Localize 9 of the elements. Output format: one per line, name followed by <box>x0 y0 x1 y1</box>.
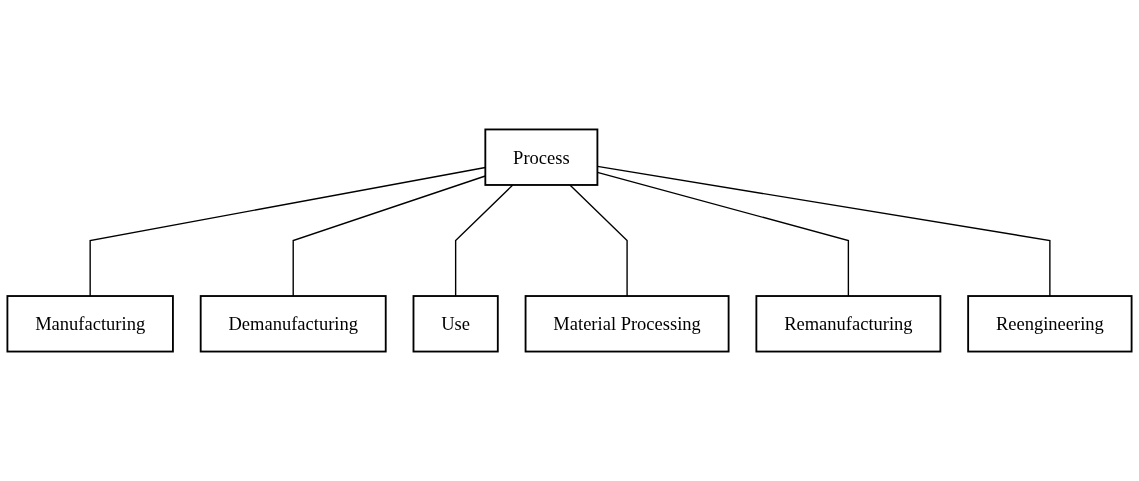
node-box: Process <box>484 128 599 186</box>
node-box: Remanufacturing <box>755 295 942 353</box>
node-box: Reengineering <box>967 295 1133 353</box>
node-box: Material Processing <box>524 295 730 353</box>
node-box: Demanufacturing <box>199 295 387 353</box>
connector <box>569 184 628 297</box>
connector <box>454 184 514 297</box>
node-box: Use <box>412 295 499 353</box>
node-box: Manufacturing <box>6 295 174 353</box>
